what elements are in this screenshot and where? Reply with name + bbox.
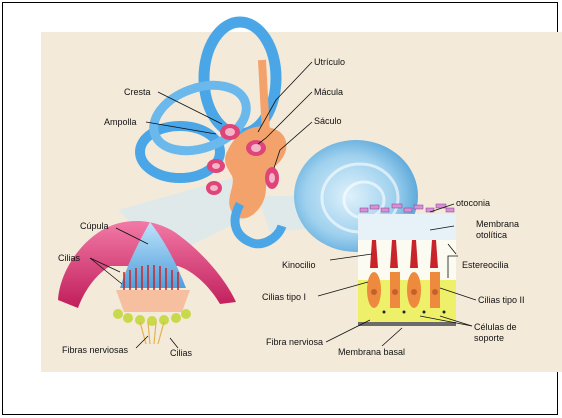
label-kinocilio: Kinocilio	[282, 260, 316, 270]
label-membrana-basal: Membrana basal	[338, 347, 405, 357]
label-macula: Mácula	[314, 87, 343, 97]
basal-membrane-strip	[358, 322, 456, 326]
label-otoconia: otoconia	[456, 198, 490, 208]
label-cilias: Cilias	[58, 253, 81, 263]
label-cilias-bottom: Cilias	[170, 348, 193, 358]
label-celulas-2: soporte	[474, 333, 504, 343]
label-utriculo: Utrículo	[314, 57, 345, 67]
label-estereocilia: Estereocilia	[462, 260, 509, 270]
label-fibra-nerviosa: Fibra nerviosa	[266, 337, 323, 347]
label-cresta: Cresta	[124, 87, 151, 97]
label-cilias-tipo-ii: Cilias tipo II	[478, 295, 525, 305]
label-celulas-1: Células de	[474, 322, 517, 332]
label-saculo: Sáculo	[314, 116, 342, 126]
label-cupula: Cúpula	[80, 221, 109, 231]
macula-section	[358, 204, 456, 326]
label-fibras-nerviosas: Fibras nerviosas	[62, 345, 129, 355]
crista-ampullaris	[58, 221, 236, 344]
label-ampolla: Ampolla	[104, 117, 137, 127]
label-membrana-1: Membrana	[476, 219, 519, 229]
label-cilias-tipo-i: Cilias tipo I	[262, 292, 306, 302]
label-membrana-2: otolítica	[476, 230, 507, 240]
